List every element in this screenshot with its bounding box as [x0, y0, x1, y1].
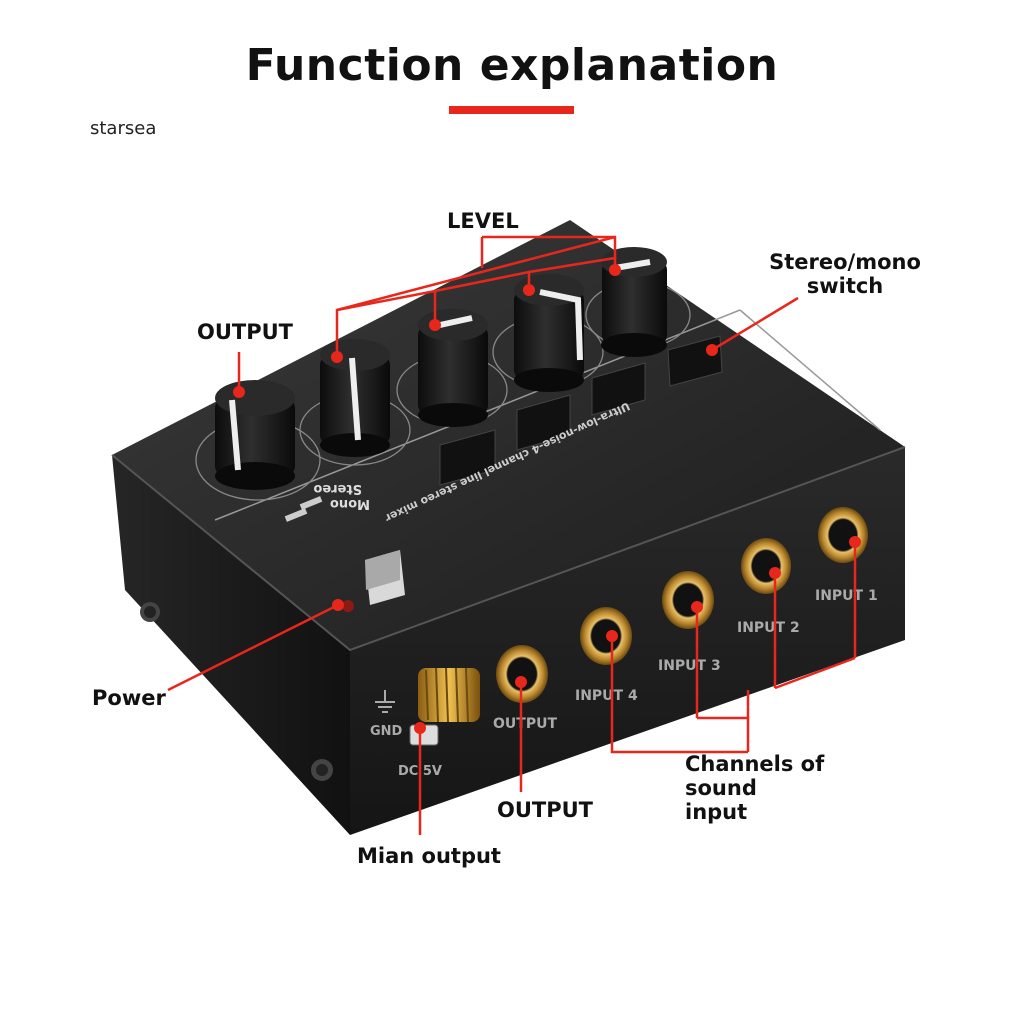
output-knob-icon [215, 380, 295, 490]
page-title: Function explanation [245, 40, 779, 91]
gnd-icon [375, 690, 395, 713]
gnd-label: GND [370, 724, 403, 739]
brass-thumbscrew-icon [418, 667, 480, 723]
power-button-icon [365, 550, 405, 605]
level-knob-icon [320, 339, 390, 457]
screw-icon [140, 602, 333, 781]
label-input1: INPUT 1 [815, 588, 878, 604]
level-knob-icon [601, 247, 667, 357]
label-output: OUTPUT [493, 716, 557, 732]
callout-channels-input: Channels of sound input [685, 752, 825, 824]
level-knob-icon [418, 309, 488, 427]
label-input3: INPUT 3 [658, 658, 721, 674]
label-input2: INPUT 2 [737, 620, 800, 636]
switch-label-mono: Mono [330, 496, 370, 511]
callout-output-jack: OUTPUT [497, 798, 593, 822]
callout-output-knob: OUTPUT [197, 320, 293, 344]
level-knob-icon [514, 274, 584, 392]
callout-power: Power [92, 686, 166, 710]
callout-level: LEVEL [447, 209, 519, 233]
brand-watermark: starsea [90, 118, 157, 139]
switch-label-stereo: Stereo [313, 481, 362, 496]
callout-main-output: Mian output [357, 844, 501, 868]
callout-dots [233, 264, 861, 734]
callout-lines [167, 235, 857, 835]
label-input4: INPUT 4 [575, 688, 638, 704]
device-top-panel [112, 220, 905, 650]
device-left-side [112, 455, 350, 835]
title-underline [449, 106, 574, 114]
callout-stereo-mono-switch: Stereo/mono switch [769, 250, 921, 298]
power-led-icon [342, 600, 354, 612]
